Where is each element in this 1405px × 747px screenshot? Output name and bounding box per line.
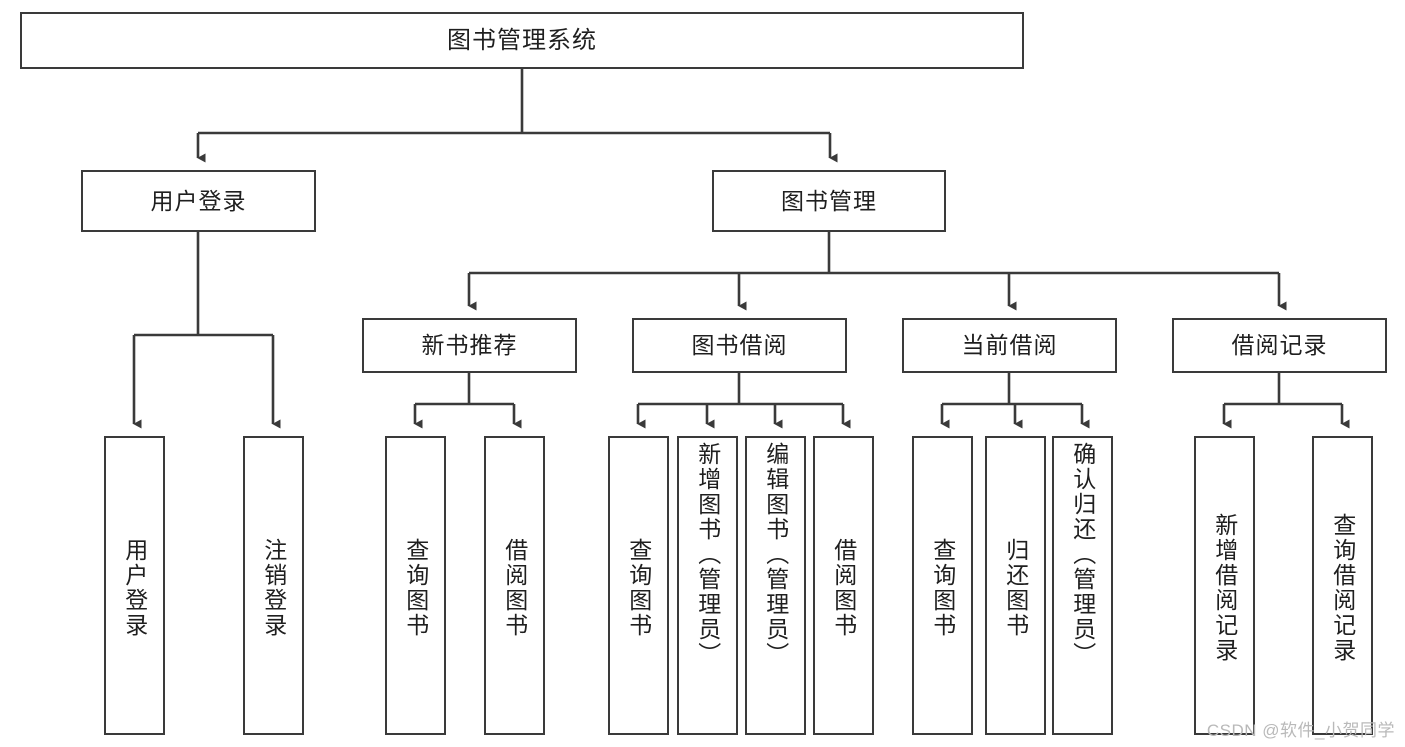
node-leaf-logout-login-label: 注销登录 xyxy=(260,537,287,638)
node-leaf-query-book-3-label: 查询图书 xyxy=(929,537,956,638)
node-leaf-borrow-book-2[interactable]: 借阅图书 xyxy=(813,436,874,735)
leaf-text-wrap: 查询图书 xyxy=(914,442,971,733)
node-leaf-borrow-book-1-label: 借阅图书 xyxy=(501,537,528,638)
node-leaf-query-book-3[interactable]: 查询图书 xyxy=(912,436,973,735)
leaf-text-wrap: 借阅图书 xyxy=(486,442,543,733)
node-leaf-add-book-admin-label: 新增图书（管理员） xyxy=(694,442,721,667)
node-new-book-recommend-label: 新书推荐 xyxy=(421,332,518,358)
node-leaf-edit-book-admin-label: 编辑图书（管理员） xyxy=(762,442,789,667)
node-user-login[interactable]: 用户登录 xyxy=(81,170,316,232)
leaf-text-wrap: 查询图书 xyxy=(610,442,667,733)
node-leaf-add-book-admin[interactable]: 新增图书（管理员） xyxy=(677,436,738,735)
leaf-text-wrap: 归还图书 xyxy=(987,442,1044,733)
node-leaf-query-borrow-record[interactable]: 查询借阅记录 xyxy=(1312,436,1373,735)
node-root[interactable]: 图书管理系统 xyxy=(20,12,1024,69)
node-leaf-query-book-2-label: 查询图书 xyxy=(625,537,652,638)
node-leaf-query-book-1[interactable]: 查询图书 xyxy=(385,436,446,735)
node-book-manage[interactable]: 图书管理 xyxy=(712,170,946,232)
node-leaf-logout-login[interactable]: 注销登录 xyxy=(243,436,304,735)
node-leaf-confirm-return[interactable]: 确认归还（管理员） xyxy=(1052,436,1113,735)
leaf-text-wrap: 确认归还（管理员） xyxy=(1054,442,1111,733)
node-leaf-borrow-book-2-label: 借阅图书 xyxy=(830,537,857,638)
node-current-borrow-label: 当前借阅 xyxy=(961,332,1058,358)
node-leaf-add-borrow-record-label: 新增借阅记录 xyxy=(1211,512,1238,663)
node-borrow-record[interactable]: 借阅记录 xyxy=(1172,318,1387,373)
node-borrow-record-label: 借阅记录 xyxy=(1231,332,1328,358)
node-user-login-label: 用户登录 xyxy=(150,187,247,214)
node-leaf-return-book[interactable]: 归还图书 xyxy=(985,436,1046,735)
node-leaf-return-book-label: 归还图书 xyxy=(1002,537,1029,638)
node-new-book-recommend[interactable]: 新书推荐 xyxy=(362,318,577,373)
leaf-text-wrap: 借阅图书 xyxy=(815,442,872,733)
node-leaf-query-borrow-record-label: 查询借阅记录 xyxy=(1329,512,1356,663)
leaf-text-wrap: 注销登录 xyxy=(245,442,302,733)
node-leaf-edit-book-admin[interactable]: 编辑图书（管理员） xyxy=(745,436,806,735)
node-book-borrow-label: 图书借阅 xyxy=(691,332,788,358)
node-book-borrow[interactable]: 图书借阅 xyxy=(632,318,847,373)
csdn-watermark: CSDN @软件_小贺同学 xyxy=(1206,721,1395,740)
node-leaf-query-book-2[interactable]: 查询图书 xyxy=(608,436,669,735)
node-current-borrow[interactable]: 当前借阅 xyxy=(902,318,1117,373)
node-leaf-query-book-1-label: 查询图书 xyxy=(402,537,429,638)
leaf-text-wrap: 新增借阅记录 xyxy=(1196,442,1253,733)
node-leaf-user-login[interactable]: 用户登录 xyxy=(104,436,165,735)
leaf-text-wrap: 编辑图书（管理员） xyxy=(747,442,804,733)
node-root-label: 图书管理系统 xyxy=(447,26,597,54)
node-leaf-add-borrow-record[interactable]: 新增借阅记录 xyxy=(1194,436,1255,735)
leaf-text-wrap: 查询图书 xyxy=(387,442,444,733)
leaf-text-wrap: 查询借阅记录 xyxy=(1314,442,1371,733)
leaf-text-wrap: 新增图书（管理员） xyxy=(679,442,736,733)
node-book-manage-label: 图书管理 xyxy=(781,187,877,214)
node-leaf-user-login-label: 用户登录 xyxy=(121,537,148,638)
node-leaf-confirm-return-label: 确认归还（管理员） xyxy=(1069,442,1096,667)
node-leaf-borrow-book-1[interactable]: 借阅图书 xyxy=(484,436,545,735)
leaf-text-wrap: 用户登录 xyxy=(106,442,163,733)
